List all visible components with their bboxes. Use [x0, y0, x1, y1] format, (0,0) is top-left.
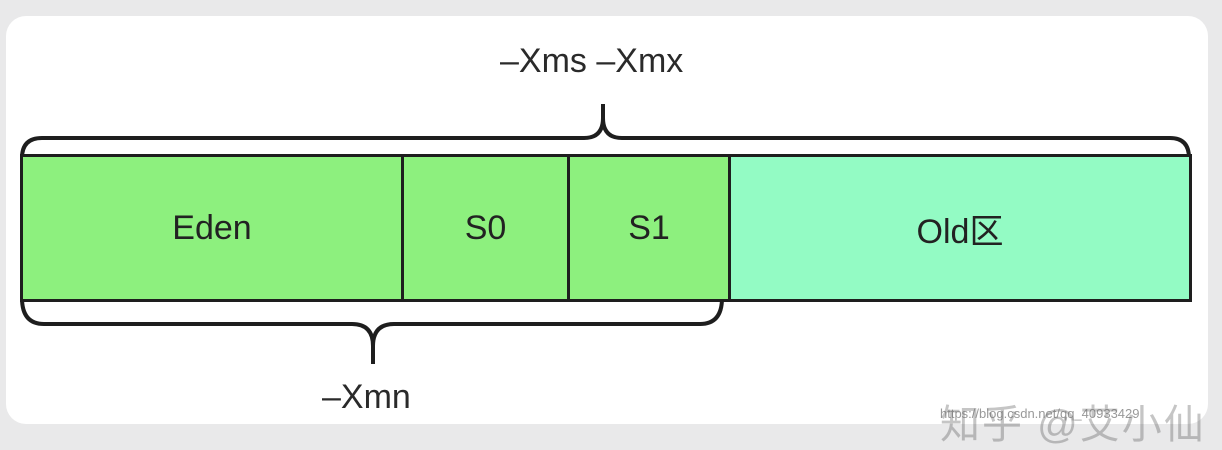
eden-segment: Eden	[23, 157, 401, 299]
eden-label: Eden	[172, 208, 252, 247]
survivor-s0-segment: S0	[401, 157, 567, 299]
heap-size-label: –Xms –Xmx	[500, 42, 684, 80]
young-gen-size-label: –Xmn	[322, 378, 411, 416]
watermark-url: https://blog.csdn.net/qq_40933429	[940, 406, 1140, 421]
page-background: –Xms –Xmx Eden S0 S1 Old区 –Xmn https://b…	[6, 16, 1208, 447]
old-label: Old区	[916, 212, 1004, 251]
survivor-s1-segment: S1	[567, 157, 728, 299]
watermark: https://blog.csdn.net/qq_40933429 知乎 @艾小…	[940, 392, 1206, 450]
s1-label: S1	[628, 208, 670, 247]
old-generation-segment: Old区	[728, 157, 1189, 299]
heap-memory-bar: Eden S0 S1 Old区	[20, 154, 1192, 302]
s0-label: S0	[464, 208, 507, 247]
